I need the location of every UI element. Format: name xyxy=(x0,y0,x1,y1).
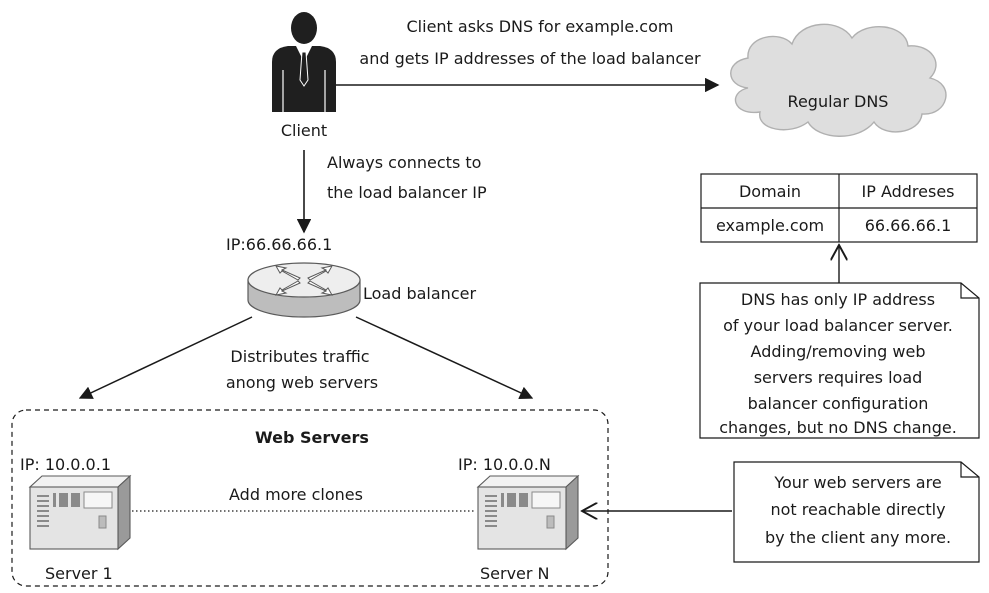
web-servers-title: Web Servers xyxy=(255,428,369,447)
router-icon xyxy=(247,262,361,318)
server-1-name: Server 1 xyxy=(45,564,113,583)
connect-label-line2: the load balancer IP xyxy=(327,183,487,202)
dns-cloud-icon xyxy=(730,23,947,137)
server-n-name: Server N xyxy=(480,564,550,583)
web-servers-group xyxy=(11,409,609,587)
servers-note-line-3: by the client any more. xyxy=(765,528,951,547)
distribute-arrow-left xyxy=(78,316,253,399)
dns-note-line-5: balancer configuration xyxy=(748,394,929,413)
server-n-icon xyxy=(476,474,580,551)
dns-query-label-line2: and gets IP addresses of the load balanc… xyxy=(359,49,701,68)
server-1-ip: IP: 10.0.0.1 xyxy=(20,455,111,474)
dns-note-line-2: of your load balancer server. xyxy=(723,316,953,335)
client-label: Client xyxy=(281,121,327,140)
dns-note: DNS has only IP address of your load bal… xyxy=(699,282,980,439)
dns-note-line-1: DNS has only IP address xyxy=(741,290,935,309)
distribute-label-line2: anong web servers xyxy=(226,373,378,392)
client-person-icon xyxy=(272,12,336,112)
server-1-icon xyxy=(28,474,132,551)
clones-label: Add more clones xyxy=(229,485,363,504)
table-cell-domain: example.com xyxy=(716,216,824,235)
servers-note: Your web servers are not reachable direc… xyxy=(733,461,980,563)
distribute-label-line1: Distributes traffic xyxy=(230,347,369,366)
table-header-domain: Domain xyxy=(739,182,801,201)
table-header-ip: IP Addreses xyxy=(861,182,954,201)
server-n-ip: IP: 10.0.0.N xyxy=(458,455,551,474)
load-balancer-ip: IP:66.66.66.1 xyxy=(226,235,332,254)
dns-query-label-line1: Client asks DNS for example.com xyxy=(407,17,674,36)
dns-note-line-6: changes, but no DNS change. xyxy=(719,418,957,437)
servers-note-line-2: not reachable directly xyxy=(770,500,945,519)
connect-label-line1: Always connects to xyxy=(327,153,481,172)
dns-note-line-4: servers requires load xyxy=(754,368,923,387)
servers-note-line-1: Your web servers are xyxy=(773,473,941,492)
dns-table: Domain IP Addreses example.com 66.66.66.… xyxy=(700,173,978,243)
dns-label: Regular DNS xyxy=(788,92,889,111)
distribute-arrow-right xyxy=(355,316,534,400)
table-cell-ip: 66.66.66.1 xyxy=(865,216,952,235)
dns-note-line-3: Adding/removing web xyxy=(751,342,926,361)
load-balancer-label: Load balancer xyxy=(363,284,476,303)
